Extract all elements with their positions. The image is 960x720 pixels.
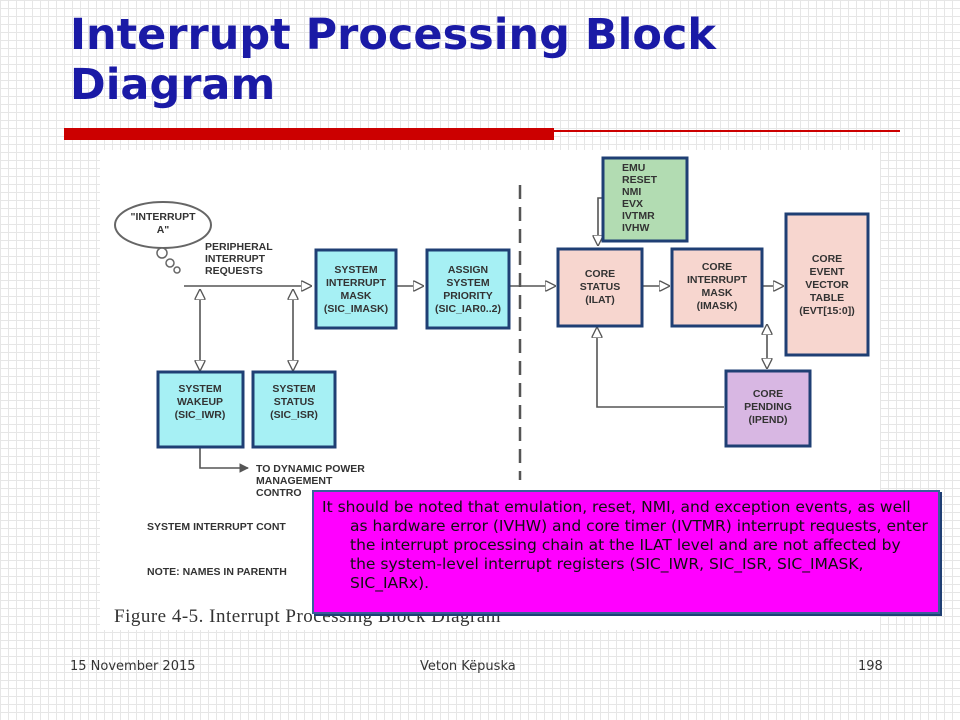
block-evt-line-5: (EVT[15:0])	[799, 305, 854, 317]
block-emu-events: EMU RESET NMI EVX IVTMR IVHW	[601, 156, 689, 243]
note-callout-text: It should be noted that emulation, reset…	[322, 498, 928, 592]
block-sic-iwr: SYSTEM WAKEUP (SIC_IWR)	[156, 370, 245, 449]
block-evt-line-3: VECTOR	[805, 279, 849, 291]
slide-title: Interrupt Processing Block Diagram	[70, 10, 717, 110]
block-imask-line-2: INTERRUPT	[687, 274, 748, 286]
dpm-label-3: CONTRO	[256, 487, 302, 499]
arrow-emu-to-ilat	[598, 197, 602, 245]
block-sic-isr-line-1: SYSTEM	[272, 383, 315, 395]
dpm-label-2: MANAGEMENT	[256, 475, 333, 487]
note-callout: It should be noted that emulation, reset…	[312, 490, 940, 614]
peripheral-label-3: REQUESTS	[205, 265, 263, 277]
footer-author: Veton Këpuska	[420, 659, 516, 674]
legend-text-1: SYSTEM INTERRUPT CONT	[147, 521, 286, 533]
block-evt: CORE EVENT VECTOR TABLE (EVT[15:0])	[784, 212, 870, 357]
block-sic-iar: ASSIGN SYSTEM PRIORITY (SIC_IAR0..2)	[425, 248, 511, 330]
block-sic-iwr-line-2: WAKEUP	[177, 396, 223, 408]
block-sic-iar-line-4: (SIC_IAR0..2)	[435, 303, 501, 315]
block-ilat-line-3: (ILAT)	[585, 294, 615, 306]
block-sic-iar-line-1: ASSIGN	[448, 264, 488, 276]
block-ilat-line-2: STATUS	[580, 281, 620, 293]
block-sic-isr-line-3: (SIC_ISR)	[270, 409, 318, 421]
block-sic-isr-line-2: STATUS	[274, 396, 314, 408]
block-sic-iar-line-3: PRIORITY	[443, 290, 493, 302]
legend-text-2: NOTE: NAMES IN PARENTH	[147, 566, 287, 578]
dpm-label-1: TO DYNAMIC POWER	[256, 463, 365, 475]
block-evt-line-4: TABLE	[810, 292, 844, 304]
block-imask-line-1: CORE	[702, 261, 732, 273]
block-sic-imask-line-4: (SIC_IMASK)	[324, 303, 388, 315]
peripheral-label-1: PERIPHERAL	[205, 241, 273, 253]
footer-page-number: 198	[858, 659, 883, 674]
block-diagram-figure: "INTERRUPT A" PERIPHERAL INTERRUPT REQUE…	[100, 150, 880, 630]
block-emu-line-1: EMU	[622, 162, 645, 174]
bubble-line-2: A"	[157, 224, 170, 236]
block-ilat: CORE STATUS (ILAT)	[556, 247, 644, 328]
arrow-iwr-to-dpm	[199, 446, 249, 473]
block-emu-line-6: IVHW	[622, 222, 650, 234]
block-ipend-line-2: PENDING	[744, 401, 792, 413]
block-ipend-line-1: CORE	[753, 388, 783, 400]
block-sic-isr: SYSTEM STATUS (SIC_ISR)	[251, 370, 337, 449]
block-sic-iwr-line-3: (SIC_IWR)	[175, 409, 226, 421]
block-evt-line-2: EVENT	[809, 266, 845, 278]
block-ipend-line-3: (IPEND)	[748, 414, 787, 426]
block-imask-line-4: (IMASK)	[697, 300, 738, 312]
block-sic-imask-line-3: MASK	[341, 290, 372, 302]
block-sic-iar-line-2: SYSTEM	[446, 277, 489, 289]
block-emu-line-5: IVTMR	[622, 210, 655, 222]
block-sic-imask: SYSTEM INTERRUPT MASK (SIC_IMASK)	[314, 248, 398, 330]
block-emu-line-4: EVX	[622, 198, 643, 210]
title-rule-thin	[554, 130, 900, 132]
title-rule-thick	[64, 128, 554, 140]
block-sic-imask-line-1: SYSTEM	[334, 264, 377, 276]
block-ilat-line-1: CORE	[585, 268, 615, 280]
block-imask: CORE INTERRUPT MASK (IMASK)	[670, 247, 764, 328]
block-evt-line-1: CORE	[812, 253, 842, 265]
block-imask-line-3: MASK	[702, 287, 733, 299]
block-sic-iwr-line-1: SYSTEM	[178, 383, 221, 395]
block-emu-line-2: RESET	[622, 174, 658, 186]
block-diagram-svg: "INTERRUPT A" PERIPHERAL INTERRUPT REQUE…	[114, 156, 870, 578]
bubble-line-1: "INTERRUPT	[130, 211, 196, 223]
thought-bubble: "INTERRUPT A"	[114, 201, 212, 274]
block-ipend: CORE PENDING (IPEND)	[724, 369, 812, 448]
block-emu-line-3: NMI	[622, 186, 641, 198]
block-sic-imask-line-2: INTERRUPT	[326, 277, 387, 289]
peripheral-label-2: INTERRUPT	[205, 253, 266, 265]
footer-date: 15 November 2015	[70, 659, 196, 674]
arrow-ipend-to-ilat	[597, 328, 724, 408]
